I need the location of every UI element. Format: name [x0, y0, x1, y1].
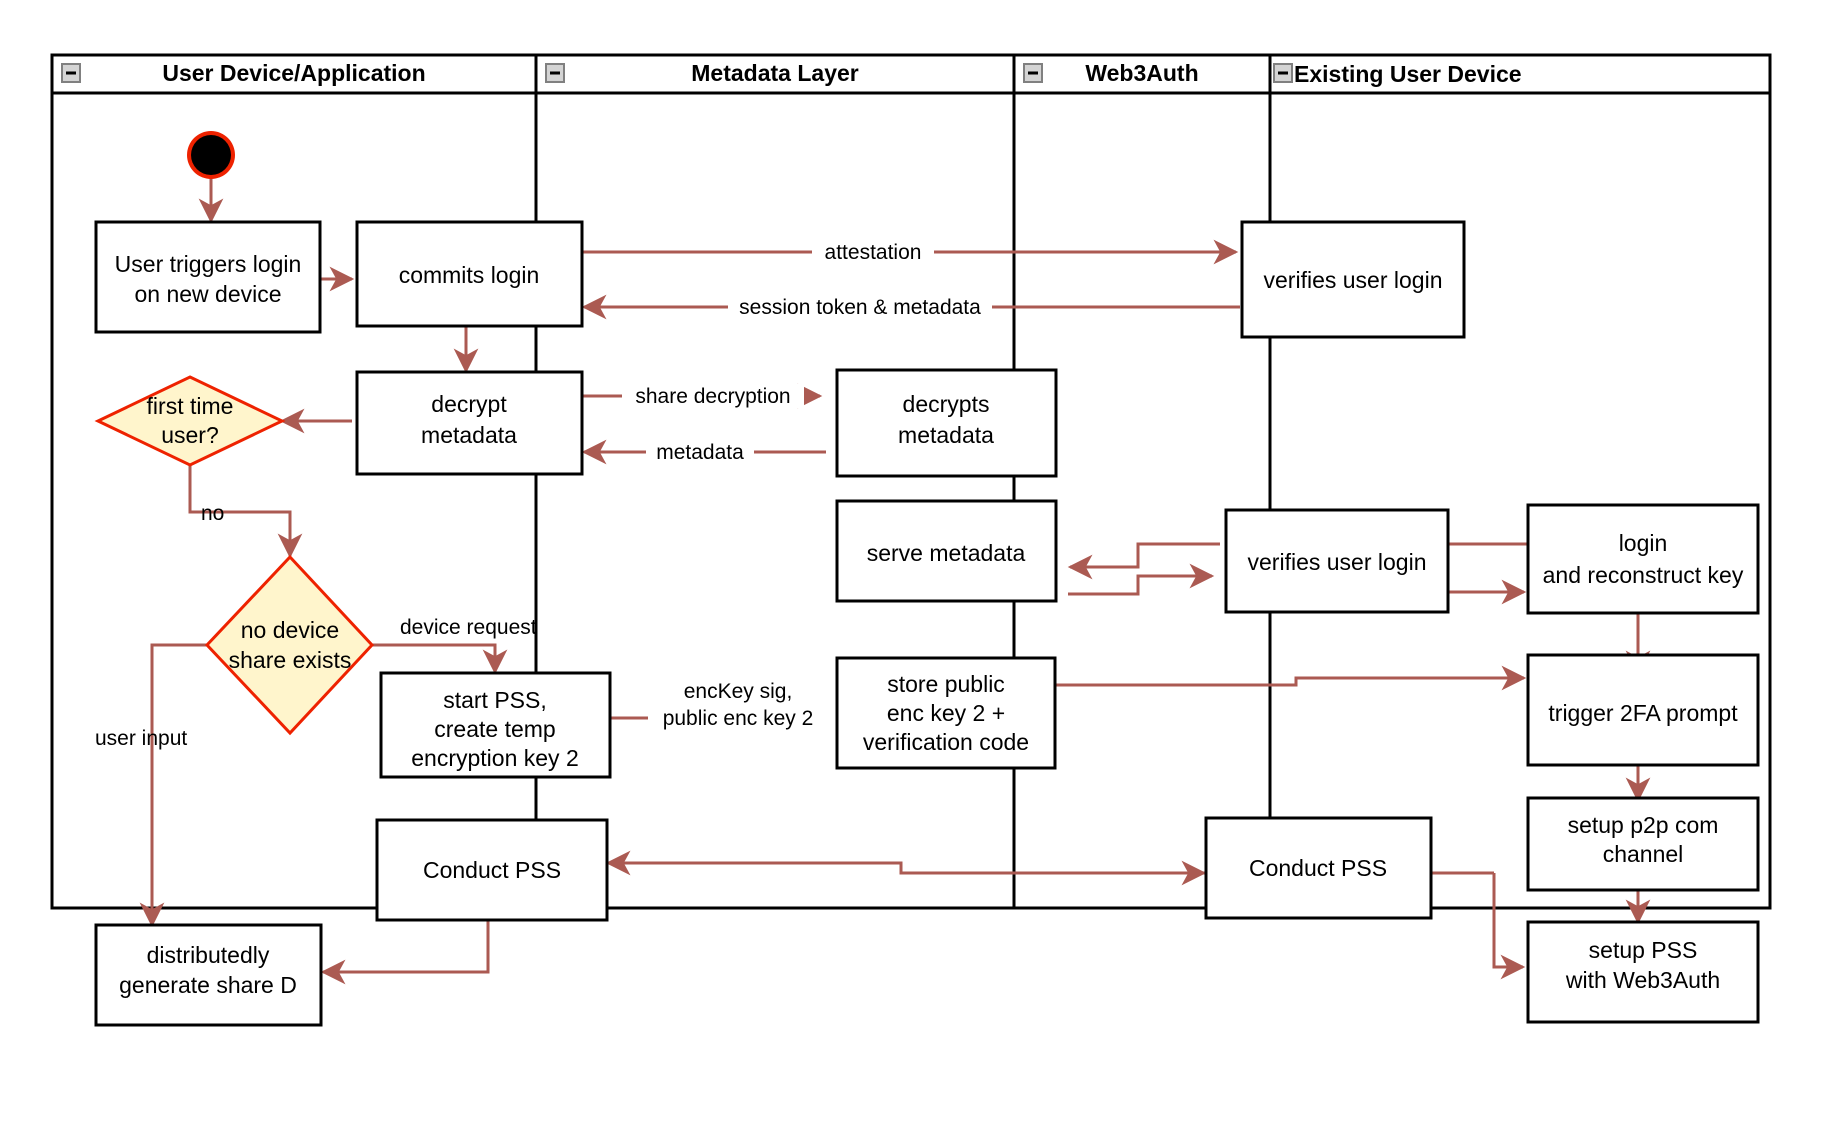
- node-start-pss-line3: encryption key 2: [411, 745, 578, 771]
- edge-conduct-pss-user-to-web3auth: [899, 860, 1207, 886]
- node-setup-p2p-line1: setup p2p com: [1568, 812, 1719, 838]
- node-commits-login-label: commits login: [399, 262, 540, 288]
- edge-label-share-decryption: share decryption: [635, 385, 790, 408]
- collapse-minus-icon-lane1[interactable]: [61, 63, 81, 83]
- node-distributedly-generate-share-d[interactable]: distributedly generate share D: [94, 923, 323, 1027]
- edge-web3auth-to-serve-metadata: [1067, 542, 1220, 580]
- edge-label-enckey-sig-line1: encKey sig,: [684, 680, 793, 703]
- node-first-time-user-line1: first time: [147, 393, 234, 419]
- edge-label-no: no: [201, 502, 224, 525]
- edge-web3auth-to-setup-pss: [1492, 873, 1526, 980]
- node-decrypt-metadata[interactable]: decrypt metadata: [355, 370, 584, 476]
- node-store-key-line3: verification code: [863, 729, 1029, 755]
- edge-label-metadata-return: metadata: [656, 441, 744, 464]
- lane-header-metadata-layer: Metadata Layer: [545, 60, 859, 86]
- collapse-minus-icon-lane2[interactable]: [545, 63, 565, 83]
- node-serve-metadata[interactable]: serve metadata: [835, 499, 1058, 603]
- node-store-key-line1: store public: [887, 671, 1005, 697]
- edge-serve-metadata-to-web3auth: [1068, 563, 1215, 596]
- start-node: [187, 131, 235, 179]
- node-decrypts-metadata-line1: decrypts: [903, 391, 990, 417]
- lane-header-web3auth: Web3Auth: [1023, 60, 1199, 86]
- label-bg-share-decryption: [622, 384, 804, 408]
- node-trigger-2fa-label: trigger 2FA prompt: [1548, 700, 1738, 726]
- node-start-pss[interactable]: start PSS, create temp encryption key 2: [379, 671, 612, 779]
- node-start-pss-line1: start PSS,: [443, 687, 547, 713]
- edge-label-user-input: user input: [95, 727, 187, 750]
- node-setup-pss-with-web3auth[interactable]: setup PSS with Web3Auth: [1526, 920, 1760, 1024]
- node-no-device-share-line2: share exists: [229, 647, 352, 673]
- node-decrypts-metadata-line2: metadata: [898, 422, 994, 448]
- collapse-minus-icon-lane4[interactable]: [1273, 63, 1293, 83]
- node-verifies-user-login-1[interactable]: verifies user login: [1240, 220, 1466, 339]
- node-no-device-share-line1: no device: [241, 617, 339, 643]
- node-no-device-share-exists[interactable]: no device share exists: [204, 554, 375, 736]
- edge-no-branch: [188, 465, 303, 559]
- node-user-triggers-login-line1: User triggers login: [115, 251, 302, 277]
- lane-title-existing-user-device: Existing User Device: [1294, 61, 1522, 87]
- node-start-pss-line2: create temp: [434, 716, 555, 742]
- node-verifies-user-login-2[interactable]: verifies user login: [1224, 508, 1450, 614]
- label-bg-session-token: [728, 295, 992, 319]
- label-bg-metadata-return: [646, 440, 754, 464]
- label-bg-attestation: [812, 240, 934, 264]
- node-setup-p2p-com-channel[interactable]: setup p2p com channel: [1526, 796, 1760, 892]
- collapse-minus-icon-lane3[interactable]: [1023, 63, 1043, 83]
- lane-title-metadata-layer: Metadata Layer: [691, 60, 859, 86]
- node-decrypt-metadata-line2: metadata: [421, 422, 517, 448]
- edge-device-request: [372, 643, 508, 675]
- node-decrypt-metadata-line1: decrypt: [431, 391, 507, 417]
- node-conduct-pss-web3auth-label: Conduct PSS: [1249, 855, 1387, 881]
- edge-label-session-token: session token & metadata: [739, 296, 981, 319]
- node-conduct-pss-user[interactable]: Conduct PSS: [375, 818, 609, 922]
- node-login-and-reconstruct-key[interactable]: login and reconstruct key: [1526, 503, 1760, 615]
- node-setup-pss-line1: setup PSS: [1589, 937, 1698, 963]
- node-user-triggers-login[interactable]: User triggers login on new device: [94, 220, 322, 334]
- node-verifies-user-login-1-label: verifies user login: [1264, 267, 1443, 293]
- node-decrypts-metadata[interactable]: decrypts metadata: [835, 368, 1058, 478]
- edge-label-enckey-sig-line2: public enc key 2: [663, 707, 814, 730]
- node-serve-metadata-label: serve metadata: [867, 540, 1026, 566]
- node-store-key-line2: enc key 2 +: [887, 700, 1005, 726]
- node-first-time-user-line2: user?: [161, 422, 219, 448]
- node-login-reconstruct-line1: login: [1619, 530, 1668, 556]
- node-conduct-pss-user-label: Conduct PSS: [423, 857, 561, 883]
- lane-title-user-device: User Device/Application: [162, 60, 425, 86]
- lane-title-web3auth: Web3Auth: [1085, 60, 1198, 86]
- node-store-public-enc-key[interactable]: store public enc key 2 + verification co…: [835, 656, 1057, 770]
- node-conduct-pss-web3auth[interactable]: Conduct PSS: [1204, 816, 1433, 920]
- node-verifies-user-login-2-label: verifies user login: [1248, 549, 1427, 575]
- node-share-d-line2: generate share D: [119, 972, 297, 998]
- edge-label-attestation: attestation: [825, 241, 922, 264]
- node-commits-login[interactable]: commits login: [355, 220, 584, 328]
- label-bg-enckey-sig: [648, 680, 838, 736]
- edge-conduct-pss-to-share-d: [320, 898, 490, 985]
- edge-store-key-to-trigger-2fa: [1055, 665, 1527, 691]
- node-first-time-user[interactable]: first time user?: [94, 375, 286, 467]
- pool-frame: [50, 53, 1772, 910]
- node-user-triggers-login-line2: on new device: [134, 281, 281, 307]
- node-trigger-2fa-prompt[interactable]: trigger 2FA prompt: [1526, 653, 1760, 767]
- edge-label-device-request: device request: [400, 616, 537, 639]
- lane-header-user-device: User Device/Application: [61, 60, 426, 86]
- node-share-d-line1: distributedly: [147, 942, 270, 968]
- node-setup-pss-line2: with Web3Auth: [1565, 967, 1720, 993]
- node-login-reconstruct-line2: and reconstruct key: [1543, 562, 1744, 588]
- edge-user-input: [139, 643, 207, 928]
- node-setup-p2p-line2: channel: [1603, 841, 1684, 867]
- lane-header-existing-user-device: Existing User Device: [1273, 61, 1522, 87]
